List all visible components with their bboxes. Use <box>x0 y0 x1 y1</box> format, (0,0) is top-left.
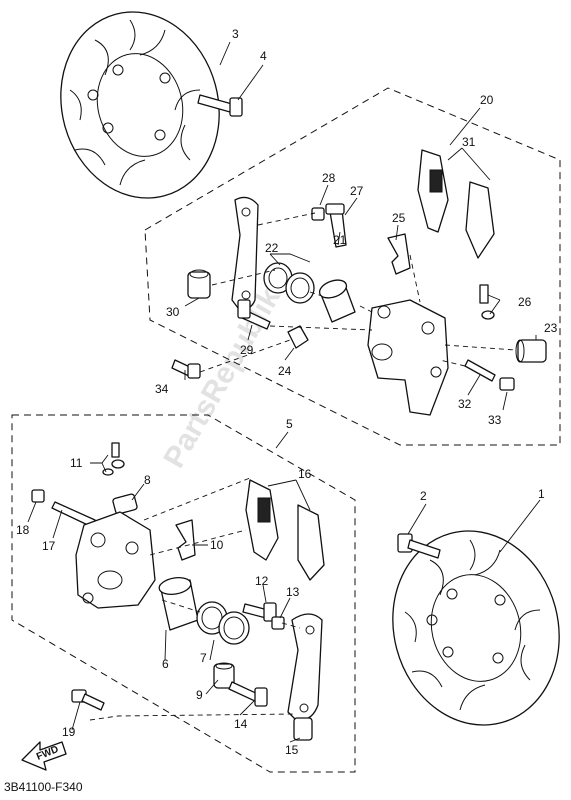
bleed-screw-26 <box>479 284 495 320</box>
leader-lines-upper <box>184 41 537 411</box>
callout-10: 10 <box>210 538 224 552</box>
callout-29: 29 <box>240 343 254 357</box>
bleed-screw-11 <box>102 442 125 476</box>
figure-code: 3B41100-F340 <box>4 780 83 794</box>
piston-21 <box>318 279 356 323</box>
bolt-14 <box>228 681 268 707</box>
caliper-bracket-lower <box>287 613 323 721</box>
brake-pads-31 <box>417 149 495 259</box>
callout-18: 18 <box>16 523 30 537</box>
callout-24: 24 <box>278 364 292 378</box>
pad-spring-10 <box>175 519 196 561</box>
piston-seals-7 <box>196 601 250 645</box>
leader-lines-lower <box>27 431 311 743</box>
dashed-leaders-lower <box>89 477 301 721</box>
callout-23: 23 <box>544 321 558 335</box>
callout-25: 25 <box>392 211 406 225</box>
brake-pads-16 <box>245 479 325 581</box>
disc-bolt-4 <box>197 94 243 117</box>
callout-28: 28 <box>322 171 336 185</box>
caliper-body-lower <box>75 511 156 609</box>
callout-4: 4 <box>260 49 267 63</box>
callout-30: 30 <box>166 305 180 319</box>
callout-20: 20 <box>480 93 494 107</box>
pin-32 <box>464 359 496 382</box>
callout-13: 13 <box>286 585 300 599</box>
callout-5: 5 <box>286 417 293 431</box>
nut-13 <box>271 616 285 630</box>
callout-2: 2 <box>420 489 427 503</box>
leader-lines-discs <box>407 499 541 553</box>
callout-19: 19 <box>62 725 76 739</box>
spring-18 <box>31 489 45 503</box>
callout-8: 8 <box>144 473 151 487</box>
callout-16: 16 <box>298 467 312 481</box>
callout-21: 21 <box>333 233 347 247</box>
disc-bolt-2 <box>397 533 441 559</box>
callout-14: 14 <box>234 717 248 731</box>
callout-7: 7 <box>200 651 207 665</box>
dashed-leaders-upper <box>199 212 516 373</box>
pin-8 <box>112 493 138 515</box>
caliper-bracket-upper <box>231 196 259 310</box>
brake-disc-1 <box>392 530 560 726</box>
plug-23 <box>515 339 547 363</box>
pad-spring-25 <box>387 233 411 275</box>
callout-labels: 3 4 20 31 28 27 25 21 22 26 30 23 29 24 … <box>16 27 558 757</box>
callout-22: 22 <box>265 241 279 255</box>
piston-6 <box>158 576 199 631</box>
callout-6: 6 <box>162 657 169 671</box>
sleeve-15 <box>293 717 313 741</box>
callout-15: 15 <box>285 743 299 757</box>
bolt-29 <box>237 299 271 330</box>
callout-27: 27 <box>350 184 364 198</box>
fwd-arrow-icon: FWD <box>21 741 67 771</box>
assembly-outline-20 <box>144 87 561 446</box>
callout-1: 1 <box>538 487 545 501</box>
bolt-27 <box>325 203 347 248</box>
callout-11: 11 <box>70 456 83 470</box>
piston-seals-22 <box>263 262 315 304</box>
sleeve-30 <box>187 269 211 299</box>
nut-28 <box>311 207 325 221</box>
callout-9: 9 <box>196 688 203 702</box>
callout-12: 12 <box>255 574 269 588</box>
callout-34: 34 <box>155 382 169 396</box>
callout-17: 17 <box>42 539 56 553</box>
callout-3: 3 <box>232 27 239 41</box>
sleeve-9 <box>213 662 235 689</box>
caliper-body-upper <box>367 299 449 416</box>
spring-33 <box>499 377 515 391</box>
bolt-12 <box>242 602 277 622</box>
assembly-outline-5 <box>11 414 356 773</box>
boot-24 <box>287 325 309 349</box>
callout-31: 31 <box>462 135 476 149</box>
bolt-34 <box>171 359 201 379</box>
callout-33: 33 <box>488 413 502 427</box>
bolt-19 <box>71 689 105 711</box>
brake-disc-3 <box>60 11 220 199</box>
callout-32: 32 <box>458 397 472 411</box>
callout-26: 26 <box>518 295 532 309</box>
